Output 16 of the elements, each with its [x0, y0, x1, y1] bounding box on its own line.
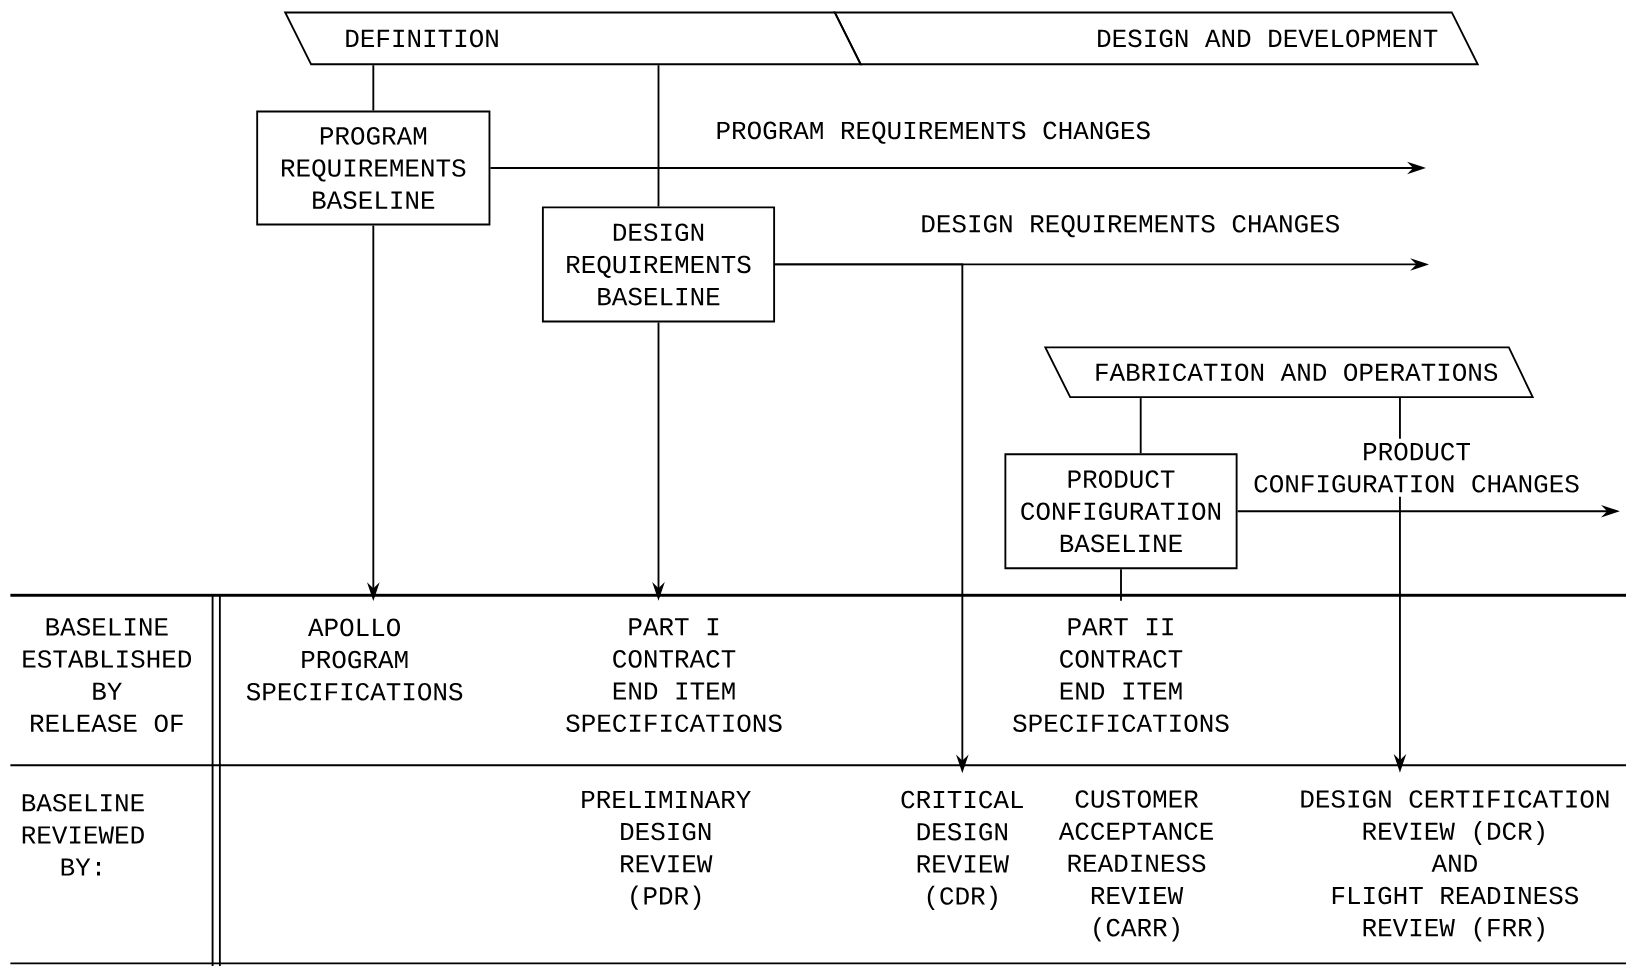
- edge-label: DESIGN REQUIREMENTS CHANGES: [916, 210, 1345, 242]
- table-cell-text: APOLLO PROGRAM SPECIFICATIONS: [246, 618, 463, 701]
- phase-banner: DESIGN AND DEVELOPMENT: [833, 11, 1480, 65]
- baseline-box: PRODUCT CONFIGURATION BASELINE: [1004, 453, 1238, 569]
- baseline-box: PROGRAM REQUIREMENTS BASELINE: [256, 110, 491, 226]
- table-cell-text: DESIGN CERTIFICATION REVIEW (DCR) AND FLIGHT READINESS REVIEW (FRR): [1301, 790, 1609, 942]
- row-label: BASELINE REVIEWED BY:: [22, 793, 144, 876]
- row-label: BASELINE ESTABLISHED BY RELEASE OF: [23, 617, 192, 732]
- edge-label: PROGRAM REQUIREMENTS CHANGES: [711, 117, 1156, 148]
- table-cell-text: CRITICAL DESIGN REVIEW (CDR): [901, 790, 1023, 910]
- row-label: PRELIMINARY DESIGN REVIEW (PDR): [582, 790, 751, 910]
- table-cell-text: PART II CONTRACT END ITEM SPECIFICATIONS: [1013, 617, 1229, 732]
- baseline-box: DESIGN REQUIREMENTS BASELINE: [541, 206, 776, 323]
- table-cell-text: PART I CONTRACT END ITEM SPECIFICATIONS: [566, 617, 782, 732]
- row-label: CUSTOMER ACCEPTANCE READINESS REVIEW (CARR): [1058, 790, 1213, 942]
- edge-label: PRODUCT CONFIGURATION CHANGES: [1245, 438, 1588, 497]
